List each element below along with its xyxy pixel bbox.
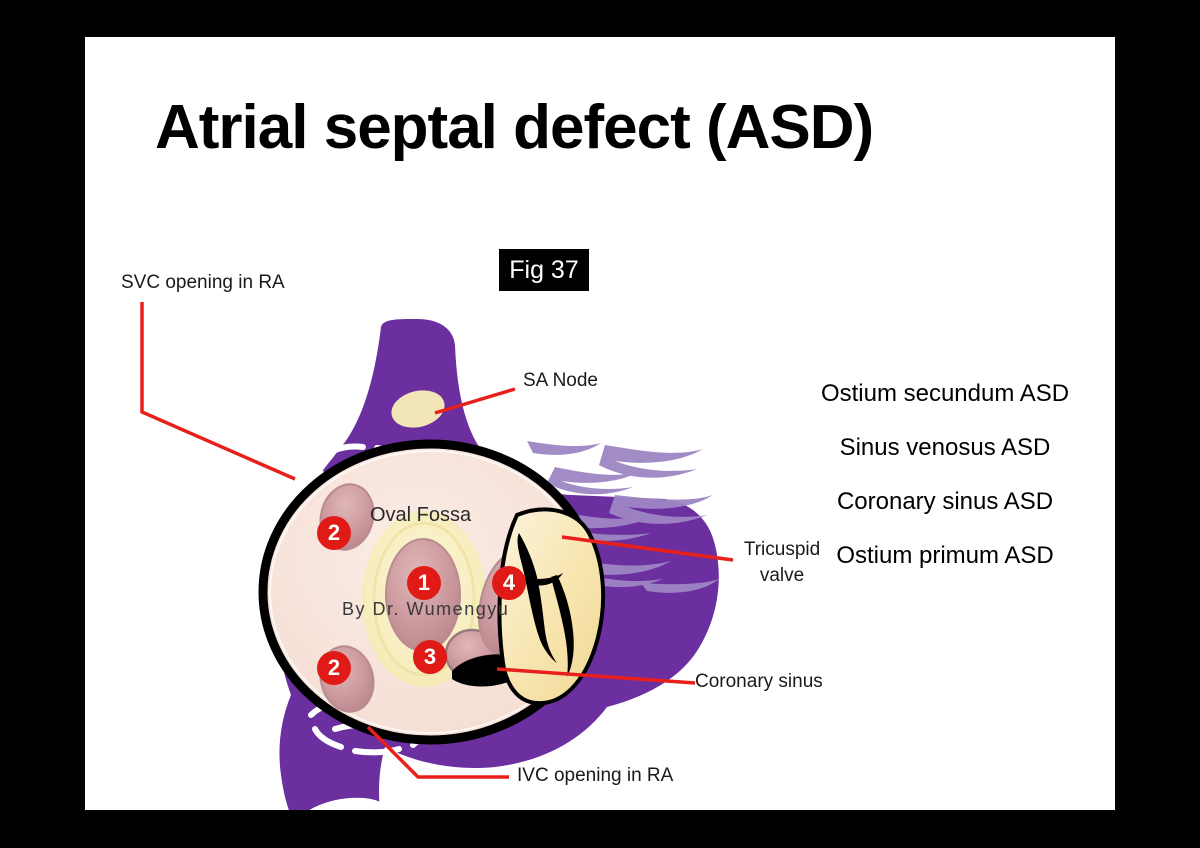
asd-type-ostium-primum: Ostium primum ASD [836,542,1054,569]
tricuspid-cleft-2 [551,575,574,677]
label-coronary-sinus: Coronary sinus [695,671,823,692]
marker-2-lower-label: 2 [328,655,340,680]
asd-type-list: Ostium secundum ASD Sinus venosus ASD Co… [790,380,1100,596]
marker-4-circle [492,566,526,600]
asd-type-ostium-secundum: Ostium secundum ASD [820,380,1070,407]
tricuspid-cleft-3 [535,573,563,586]
tricuspid-cleft-1 [517,533,557,663]
leader-sa-node [434,387,516,415]
tricuspid-valve-shape [497,507,606,706]
defect-markers: 1 2 2 3 4 [317,516,526,685]
marker-3-circle [413,640,447,674]
label-ivc-opening: IVC opening in RA [517,765,674,786]
marker-1-circle [407,566,441,600]
oval-fossa-rim [372,521,476,677]
label-sa-node: SA Node [523,370,598,391]
leader-lines [140,302,734,779]
marker-4-label: 4 [503,570,516,595]
leader-coronary-sinus [496,667,696,685]
marker-2-upper-label: 2 [328,520,340,545]
right-atrium-diagram: 1 2 2 3 4 Oval Fossa By Dr. Wumengyu [140,302,734,841]
figure-number-badge: Fig 37 [499,249,589,291]
label-tricuspid-valve-line2: valve [759,565,805,586]
marker-2-lower-circle [317,651,351,685]
marker-3-label: 3 [424,644,436,669]
marker-1-label: 1 [418,570,430,595]
author-watermark: By Dr. Wumengyu [342,599,509,619]
label-tricuspid-valve-line1: Tricuspid [743,539,821,560]
slide-canvas: Atrial septal defect (ASD) Fig 37 Ostium… [85,37,1115,841]
oval-fossa-label: Oval Fossa [370,504,472,526]
leader-ivc [366,725,509,779]
sa-node-shape [391,390,445,428]
leader-tricuspid [561,535,734,562]
asd-type-coronary-sinus: Coronary sinus ASD [836,488,1054,515]
marker-2-upper-circle [317,516,351,550]
page-title: Atrial septal defect (ASD) [155,93,874,162]
label-svc-opening: SVC opening in RA [121,272,285,293]
asd-type-sinus-venosus: Sinus venosus ASD [839,434,1051,461]
anatomical-figure: 1 2 2 3 4 Oval Fossa By Dr. Wumengyu SVC… [85,227,823,841]
leader-svc [140,302,296,481]
